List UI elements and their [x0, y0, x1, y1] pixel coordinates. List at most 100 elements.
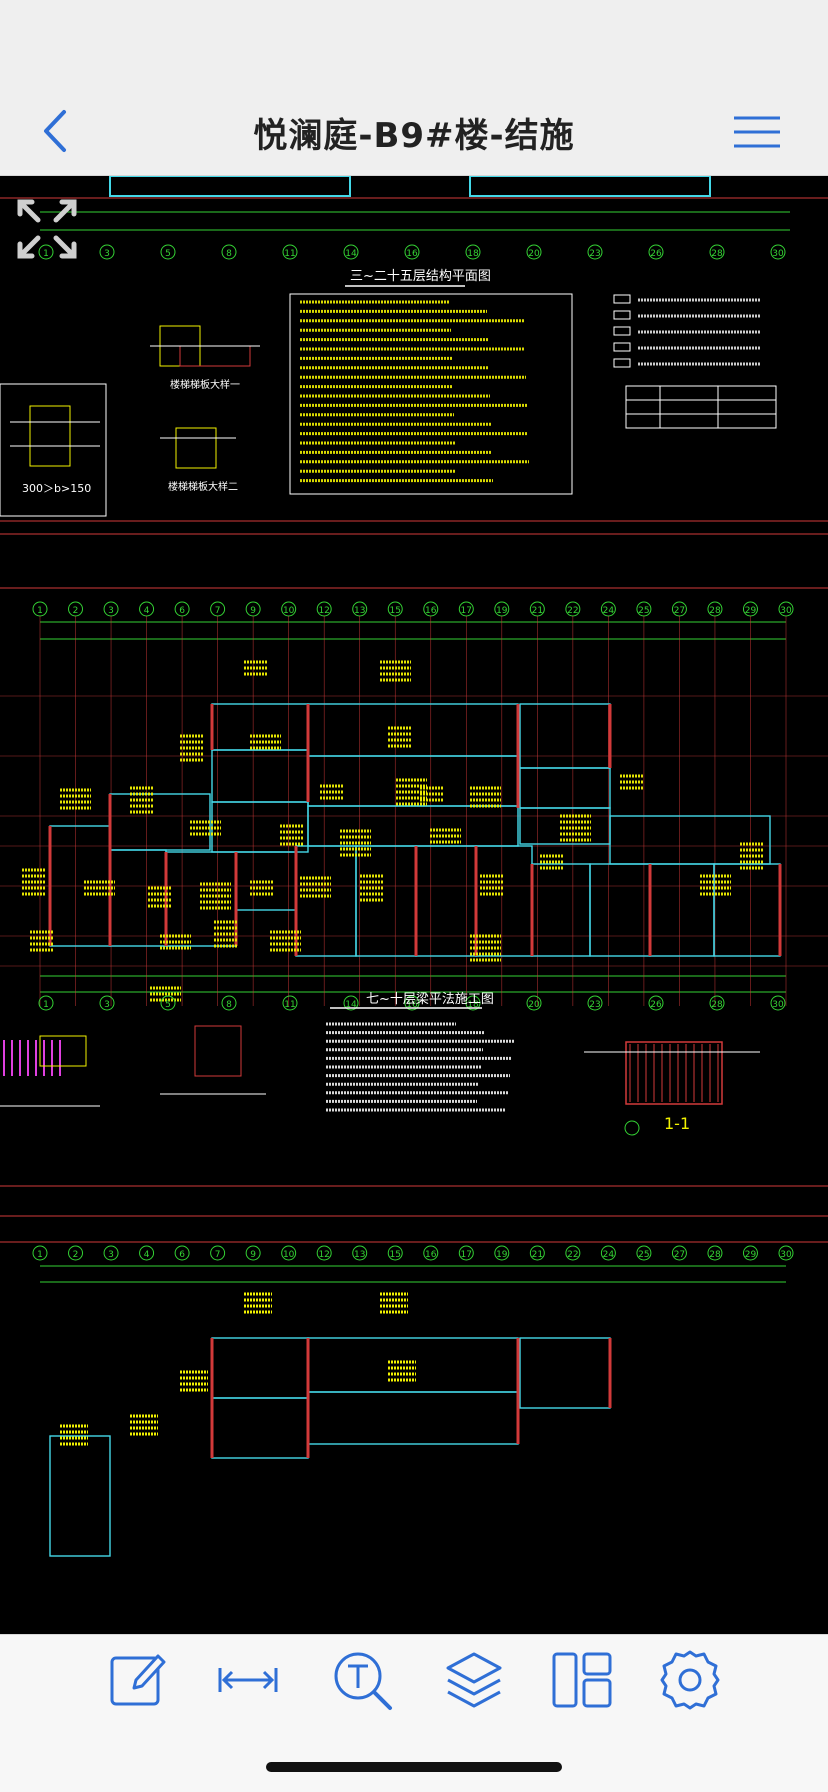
axis-bubble [636, 1245, 652, 1261]
axis-label: 2 [73, 606, 79, 616]
axis-bubble [38, 244, 54, 260]
axis-bubble [245, 1245, 261, 1261]
fullscreen-icon[interactable] [14, 196, 80, 262]
axis-bubble [103, 1245, 119, 1261]
edit-icon[interactable] [106, 1648, 170, 1712]
layers-icon[interactable] [442, 1648, 506, 1712]
axis-label: 27 [674, 1250, 685, 1260]
section-label: 1-1 [664, 1114, 690, 1133]
axis-label: 6 [179, 1250, 185, 1260]
axis-label: 29 [745, 1250, 757, 1260]
axis-label: 10 [283, 1250, 295, 1260]
navigation-bar: 悦澜庭-B9#楼-结施 [0, 0, 828, 176]
axis-bubble [648, 244, 664, 260]
axis-label: 9 [250, 1250, 256, 1260]
axis-bubble [404, 244, 420, 260]
axis-label: 26 [650, 249, 662, 259]
axis-label: 28 [709, 606, 721, 616]
page-title: 悦澜庭-B9#楼-结施 [253, 116, 575, 156]
axis-label: 13 [354, 1250, 365, 1260]
axis-label: 15 [390, 606, 401, 616]
axis-label: 21 [532, 606, 543, 616]
axis-bubble [465, 244, 481, 260]
axis-label: 1 [43, 1000, 49, 1010]
axis-label: 11 [284, 1000, 295, 1010]
axis-label: 3 [108, 1250, 114, 1260]
axis-bubble [423, 1245, 439, 1261]
axis-bubble [352, 1245, 368, 1261]
lower-notes-section: 七~十层梁平法施工图 1-1 [0, 992, 828, 1243]
axis-label: 28 [711, 1000, 723, 1010]
axis-bubble [316, 1245, 332, 1261]
axis-label: 1 [37, 1250, 43, 1260]
wall-label: 300＞b>150 [22, 482, 91, 495]
axis-bubble [587, 244, 603, 260]
axis-label: 3 [104, 249, 110, 259]
axis-bubble [68, 1245, 84, 1261]
axis-label: 5 [165, 249, 171, 259]
axis-label: 12 [318, 606, 329, 616]
hamburger-menu-icon[interactable] [732, 114, 782, 150]
axis-label: 30 [772, 249, 784, 259]
axis-label: 28 [711, 249, 723, 259]
axis-bubble [221, 995, 237, 1011]
stair-detail-label-1: 楼梯梯板大样一 [170, 378, 240, 391]
measure-icon[interactable] [216, 1648, 280, 1712]
axis-bubble [648, 995, 664, 1011]
axis-label: 26 [650, 1000, 662, 1010]
axis-label: 7 [215, 1250, 221, 1260]
axis-label: 28 [709, 1250, 721, 1260]
axis-bubble [709, 995, 725, 1011]
axis-label: 4 [144, 1250, 150, 1260]
axis-bubble [526, 244, 542, 260]
axis-bubble [526, 995, 542, 1011]
plan-title-1: 三~二十五层结构平面图 [350, 269, 491, 284]
chevron-left-icon[interactable] [36, 106, 76, 156]
axis-label: 5 [165, 1000, 171, 1010]
axis-bubble [38, 995, 54, 1011]
text-search-icon[interactable] [330, 1648, 394, 1712]
axis-label: 30 [780, 606, 792, 616]
axis-bubble [770, 995, 786, 1011]
axis-label: 29 [745, 606, 757, 616]
axis-label: 3 [104, 1000, 110, 1010]
axis-bubble [778, 1245, 794, 1261]
axis-bubble [281, 1245, 297, 1261]
axis-label: 27 [674, 606, 685, 616]
axis-label: 19 [496, 606, 508, 616]
home-indicator[interactable] [266, 1762, 562, 1772]
axis-label: 24 [603, 1250, 615, 1260]
axis-bubble [99, 244, 115, 260]
axis-label: 24 [603, 606, 615, 616]
axis-label: 1 [43, 249, 49, 259]
axis-bubble [707, 1245, 723, 1261]
axis-label: 15 [390, 1250, 401, 1260]
axis-label: 25 [638, 1250, 649, 1260]
axis-label: 14 [345, 249, 357, 259]
axis-bubble [160, 244, 176, 260]
axis-bubble [404, 995, 420, 1011]
axis-bubble [343, 244, 359, 260]
settings-icon[interactable] [658, 1648, 722, 1712]
plan-title-2: 七~十层梁平法施工图 [366, 992, 494, 1007]
axis-label: 22 [567, 1250, 578, 1260]
axis-label: 22 [567, 606, 578, 616]
axis-label: 17 [461, 1250, 472, 1260]
upper-notes-section: 三~二十五层结构平面图 300＞b>150 楼梯梯板大样一 楼梯梯板大样二 [0, 269, 828, 589]
layout-icon[interactable] [550, 1648, 614, 1712]
axis-label: 12 [318, 1250, 329, 1260]
axis-label: 19 [496, 1250, 508, 1260]
axis-bubble [565, 1245, 581, 1261]
axis-label: 1 [37, 606, 43, 616]
axis-label: 6 [179, 606, 185, 616]
axis-bubble [343, 995, 359, 1011]
axis-label: 30 [780, 1250, 792, 1260]
stair-detail-label-2: 楼梯梯板大样二 [168, 480, 238, 493]
axis-label: 20 [528, 1000, 540, 1010]
axis-bubble [671, 1245, 687, 1261]
axis-bubble [465, 995, 481, 1011]
